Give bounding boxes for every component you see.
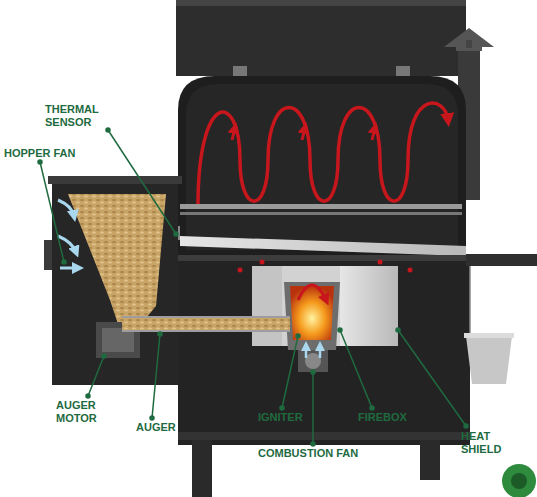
part-label: HEAT SHIELD <box>461 430 521 456</box>
part-label: IGNITER <box>258 411 328 424</box>
part-label: FIREBOX <box>358 411 428 424</box>
part-label: COMBUSTION FAN <box>258 447 378 460</box>
part-label: HOPPER FAN <box>4 147 94 160</box>
part-label: THERMAL SENSOR <box>45 103 117 129</box>
part-label: AUGER MOTOR <box>56 399 108 425</box>
part-label: AUGER <box>136 421 196 434</box>
